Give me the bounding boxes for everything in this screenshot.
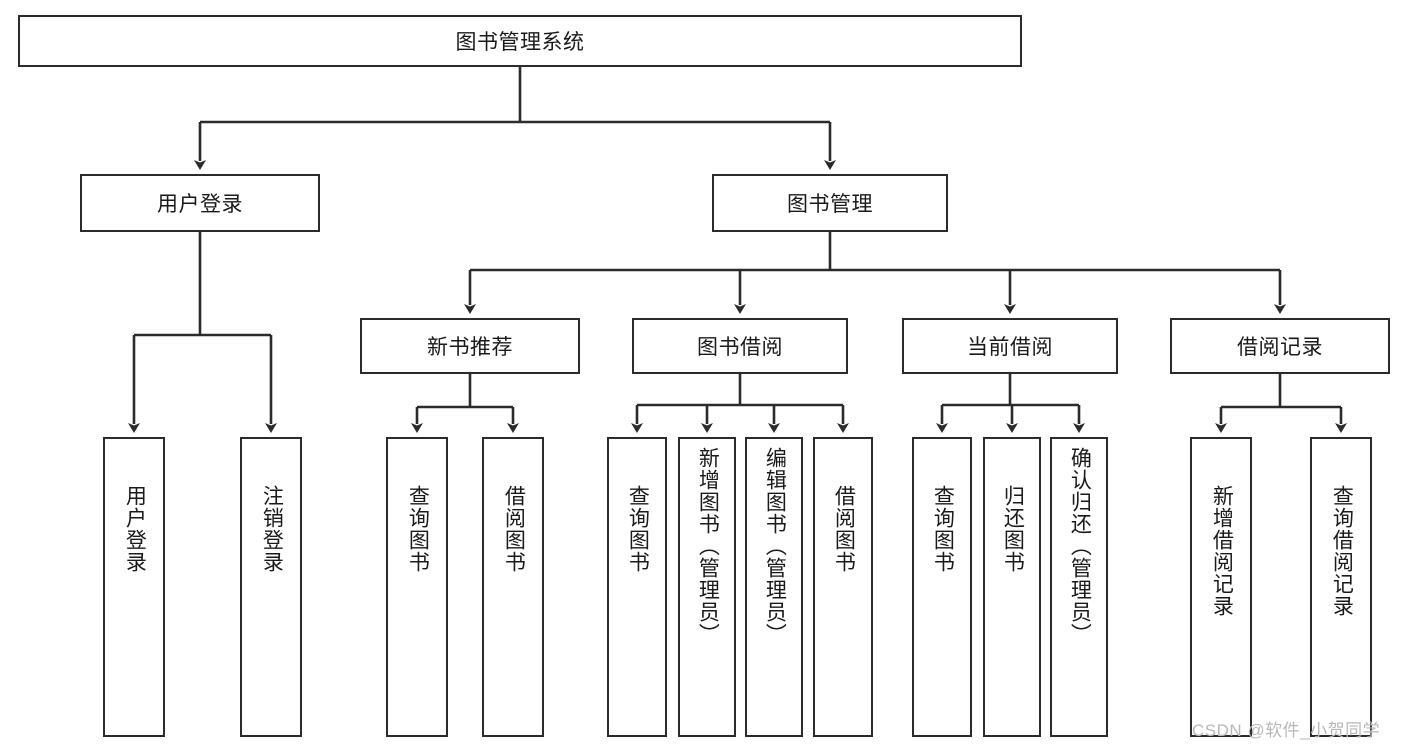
leaf-node[interactable]: 确认归还（管理员） xyxy=(1050,437,1108,737)
leaf-node-label: 编辑图书（管理员） xyxy=(763,447,787,645)
leaf-node[interactable]: 借阅图书 xyxy=(482,437,544,737)
node-book-borrow[interactable]: 图书借阅 xyxy=(632,318,848,374)
node-borrow-record-label: 借阅记录 xyxy=(1237,336,1323,359)
node-book-management[interactable]: 图书管理 xyxy=(712,174,948,232)
node-book-borrow-label: 图书借阅 xyxy=(697,336,783,359)
leaf-node-label: 确认归还（管理员） xyxy=(1068,447,1092,645)
leaf-node[interactable]: 新增借阅记录 xyxy=(1190,437,1252,737)
leaf-node-label: 用户登录 xyxy=(123,485,147,573)
leaf-node-label: 归还图书 xyxy=(1001,485,1025,573)
node-current-borrow-label: 当前借阅 xyxy=(967,336,1053,359)
leaf-node-label: 新增图书（管理员） xyxy=(696,447,720,645)
leaf-node[interactable]: 注销登录 xyxy=(240,437,302,737)
leaf-node-label: 查询借阅记录 xyxy=(1330,485,1354,617)
leaf-node-label: 查询图书 xyxy=(931,485,955,573)
leaf-node-label: 注销登录 xyxy=(260,485,284,573)
leaf-node[interactable]: 新增图书（管理员） xyxy=(678,437,736,737)
leaf-node[interactable]: 查询图书 xyxy=(386,437,448,737)
leaf-node-label: 查询图书 xyxy=(406,485,430,573)
leaf-node-label: 新增借阅记录 xyxy=(1210,485,1234,617)
leaf-node[interactable]: 借阅图书 xyxy=(813,437,873,737)
leaf-node[interactable]: 用户登录 xyxy=(103,437,165,737)
leaf-node[interactable]: 查询借阅记录 xyxy=(1310,437,1372,737)
node-root-label: 图书管理系统 xyxy=(455,31,585,54)
leaf-node-label: 查询图书 xyxy=(626,485,650,573)
watermark: CSDN @软件_小贺同学 xyxy=(1192,721,1381,740)
leaf-node-label: 借阅图书 xyxy=(832,485,856,573)
node-book-management-label: 图书管理 xyxy=(787,193,873,216)
leaf-node[interactable]: 归还图书 xyxy=(983,437,1041,737)
node-new-book-recommend-label: 新书推荐 xyxy=(427,336,513,359)
node-new-book-recommend[interactable]: 新书推荐 xyxy=(360,318,580,374)
node-user-login-label: 用户登录 xyxy=(157,193,243,216)
leaf-node[interactable]: 查询图书 xyxy=(912,437,972,737)
leaf-node[interactable]: 编辑图书（管理员） xyxy=(745,437,803,737)
node-borrow-record[interactable]: 借阅记录 xyxy=(1170,318,1390,374)
node-current-borrow[interactable]: 当前借阅 xyxy=(902,318,1118,374)
leaf-node-label: 借阅图书 xyxy=(502,485,526,573)
node-root[interactable]: 图书管理系统 xyxy=(18,15,1022,67)
leaf-node[interactable]: 查询图书 xyxy=(607,437,667,737)
node-user-login[interactable]: 用户登录 xyxy=(80,174,320,232)
